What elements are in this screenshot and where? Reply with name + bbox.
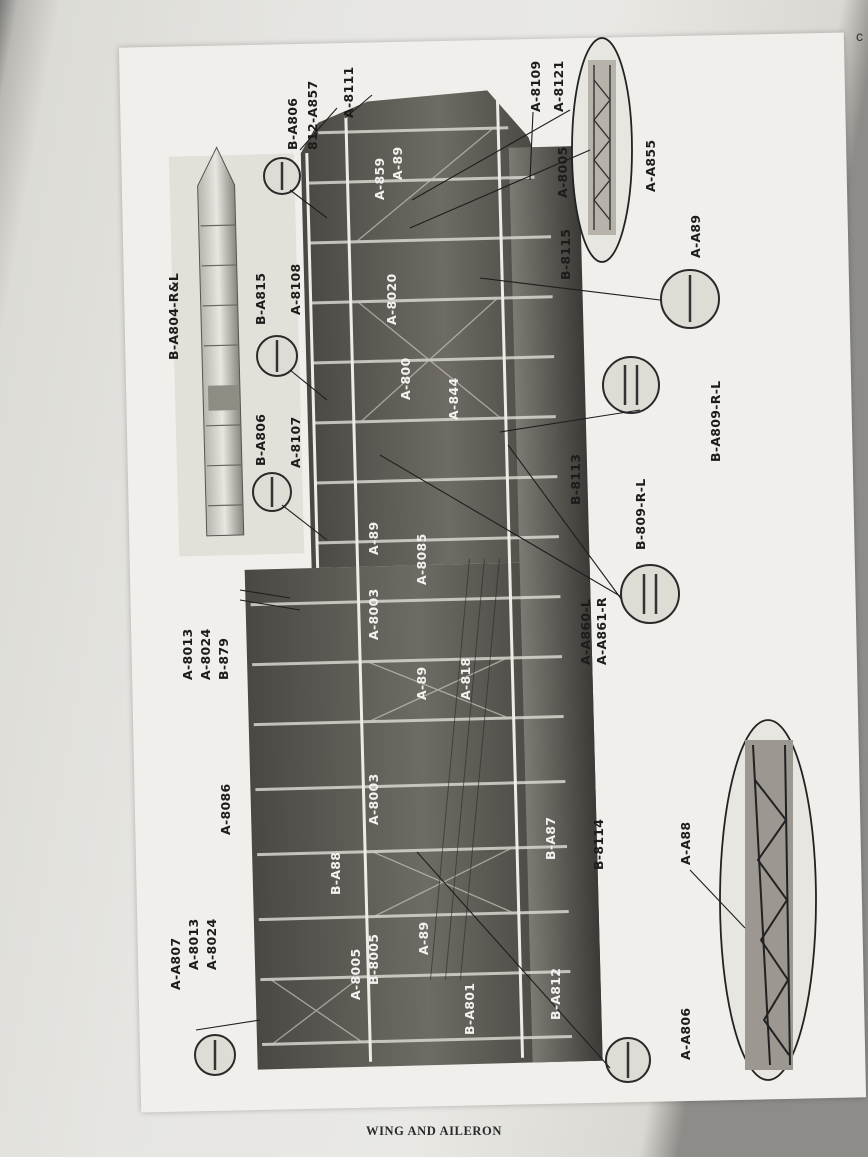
label-a8013-left: A-8013 [186,919,201,970]
label-a8107: A-8107 [288,417,303,468]
label-a8111: A-8111 [341,67,356,118]
label-a8013-mid: A-8013 [180,629,195,680]
label-a89-mid: A-89 [414,667,429,700]
label-a8109: A-8109 [528,61,543,112]
truss-inset-bottom [719,719,817,1081]
label-b809: B-809-R-L [633,479,648,550]
label-b879: B-879 [216,638,231,680]
label-a861: A-A861-R [594,597,609,665]
label-a844: A-844 [446,378,461,420]
label-812-a857: 812-A857 [305,81,320,150]
label-b-a815: B-A815 [253,273,268,325]
figure-caption: WING AND AILERON [365,1124,502,1138]
label-b-a806-mid: B-A806 [253,414,268,466]
label-a8003-b: A-8003 [366,774,381,825]
label-a800: A-800 [398,358,413,400]
label-b-a801: B-A801 [462,983,477,1035]
label-a807: A-A807 [168,938,183,990]
label-a818: A-818 [458,658,473,700]
label-a8085: A-8085 [414,534,429,585]
label-a8024-mid: A-8024 [198,629,213,680]
label-a860: A-A860-L [578,599,593,665]
label-a8020: A-8020 [384,274,399,325]
label-b8115: B-8115 [558,229,573,280]
label-a8003-a: A-8003 [366,589,381,640]
label-b-a87: B-A87 [543,817,558,860]
label-b8005: B-8005 [366,934,381,985]
label-a8121: A-8121 [551,61,566,112]
label-a8024-left: A-8024 [204,919,219,970]
label-b-a809: B-A809-R-L [708,381,723,462]
label-b8113: B-8113 [568,454,583,505]
wing-photo [168,90,603,1070]
label-a89-low: A-89 [416,922,431,955]
label-a89-right: A-A89 [688,215,703,258]
label-a8108: A-8108 [288,264,303,315]
label-a8005-low: A-8005 [348,949,363,1000]
outside-labels: B-A806 812-A857 A-8111 A-8109 A-8121 A-8… [166,61,723,1060]
label-a8086: A-8086 [218,784,233,835]
wing-labels: A-859 A-89 A-8020 A-800 A-844 A-89 A-808… [328,147,563,1035]
label-a806-bottom: A-A806 [678,1008,693,1060]
label-b-a812: B-A812 [548,968,563,1020]
label-b-a88: B-A88 [328,852,343,895]
label-b-a804: B-A804-R&L [166,273,181,360]
label-a89-tip: A-89 [390,147,405,180]
label-a859: A-859 [372,158,387,200]
label-b8114: B-8114 [591,819,606,870]
label-a855: A-A855 [643,140,658,192]
label-a8005-right: A-8005 [555,147,570,198]
label-b-a806-top: B-A806 [285,98,300,150]
label-a89-aileron: A-89 [366,522,381,555]
label-a88: A-A88 [678,822,693,865]
corner-mark: c [856,28,863,44]
truss-inset-top [571,37,633,263]
